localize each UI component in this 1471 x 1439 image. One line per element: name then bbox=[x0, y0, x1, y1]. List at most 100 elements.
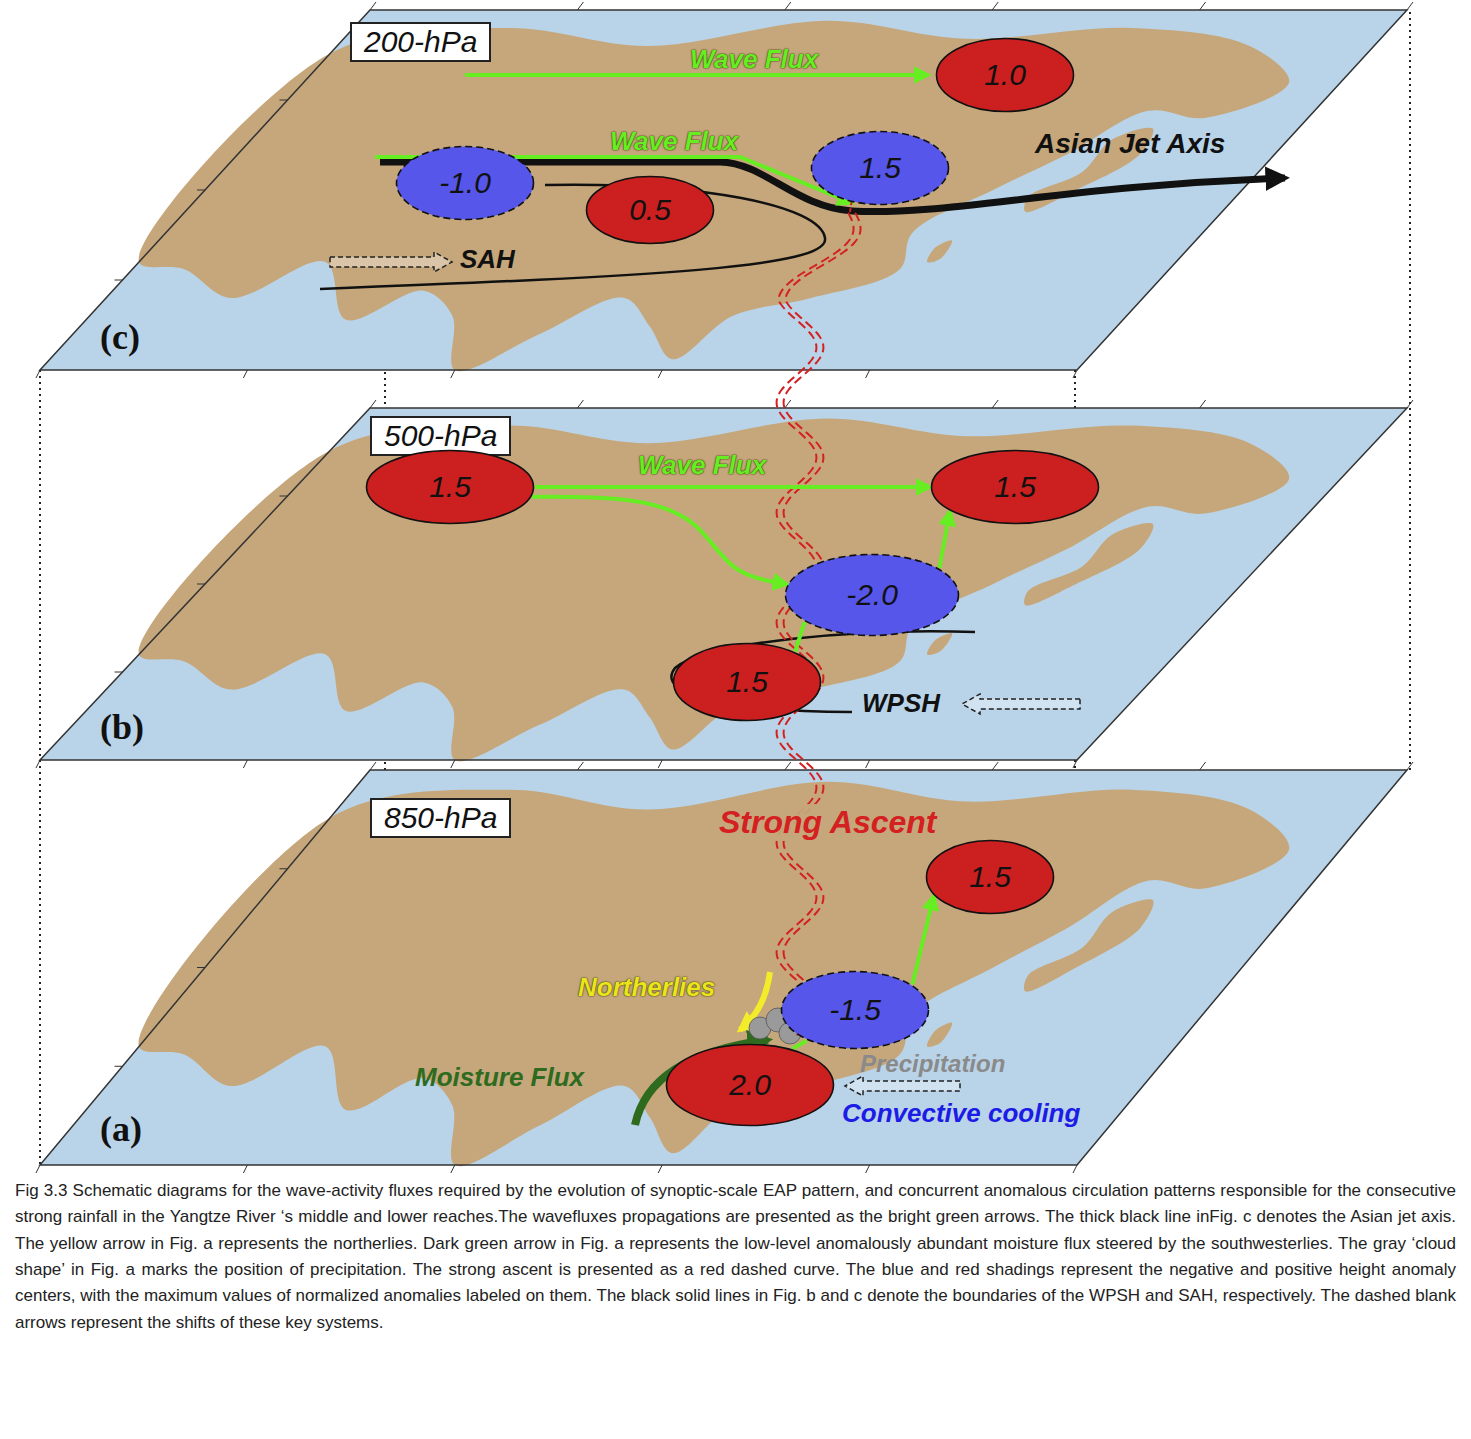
shift-arrow bbox=[845, 1076, 960, 1096]
anomaly-shading bbox=[932, 451, 1099, 524]
anomaly-value: 1.5 bbox=[859, 151, 901, 185]
anomaly-shading bbox=[367, 451, 534, 524]
tick bbox=[36, 760, 40, 768]
anomaly-shading bbox=[782, 972, 929, 1049]
anomaly-shading bbox=[667, 1045, 834, 1126]
level-name: 200-hPa bbox=[364, 25, 477, 58]
anomaly-center: -1.0 bbox=[395, 145, 535, 221]
wpsh-label: WPSH bbox=[862, 688, 940, 719]
tick bbox=[197, 967, 205, 968]
shift-arrow bbox=[330, 252, 452, 272]
anomaly-shading bbox=[812, 132, 949, 205]
anomaly-center: 1.5 bbox=[925, 839, 1055, 915]
anomaly-center: 1.5 bbox=[930, 449, 1100, 525]
tick bbox=[785, 400, 791, 408]
anomaly-center: 1.5 bbox=[810, 130, 950, 206]
tick bbox=[577, 762, 583, 770]
anomaly-value: 2.0 bbox=[729, 1068, 771, 1102]
anomaly-value: 1.5 bbox=[969, 860, 1011, 894]
anomaly-shading bbox=[937, 39, 1074, 112]
tick bbox=[658, 1165, 662, 1173]
tick bbox=[1073, 760, 1077, 768]
tick bbox=[280, 100, 288, 101]
panel-letter: (c) bbox=[100, 316, 140, 358]
panel-letter: (a) bbox=[100, 1108, 142, 1150]
tick bbox=[1407, 762, 1413, 770]
tick bbox=[115, 1066, 123, 1067]
tick bbox=[243, 1165, 247, 1173]
tick bbox=[370, 400, 376, 408]
figure-caption: Fig 3.3 Schematic diagrams for the wave-… bbox=[15, 1178, 1456, 1336]
tick bbox=[1073, 1165, 1077, 1173]
anomaly-value: -1.5 bbox=[829, 993, 881, 1027]
sah-label: SAH bbox=[460, 244, 515, 275]
level-name: 850-hPa bbox=[384, 801, 497, 834]
tick bbox=[243, 370, 247, 378]
wave-flux-label: Wave Flux bbox=[690, 44, 818, 75]
anomaly-shading bbox=[927, 841, 1054, 914]
level-label-box: 200-hPa bbox=[350, 22, 491, 62]
tick bbox=[658, 760, 662, 768]
tick bbox=[451, 760, 455, 768]
tick bbox=[785, 762, 791, 770]
tick bbox=[280, 496, 288, 497]
map-panel bbox=[36, 2, 1413, 378]
tick bbox=[866, 370, 870, 378]
wave-flux-connector bbox=[795, 622, 804, 651]
anomaly-value: 1.0 bbox=[984, 58, 1026, 92]
level-name: 500-hPa bbox=[384, 419, 497, 452]
panel-letter: (b) bbox=[100, 706, 144, 748]
tick bbox=[785, 2, 791, 10]
land bbox=[927, 240, 952, 262]
panel-border bbox=[40, 408, 1407, 760]
tick bbox=[197, 190, 205, 191]
ascent-label: Strong Ascent bbox=[715, 804, 941, 841]
tick bbox=[992, 2, 998, 10]
tick bbox=[658, 370, 662, 378]
tick bbox=[577, 2, 583, 10]
tick bbox=[1073, 370, 1077, 378]
anomaly-center: 1.5 bbox=[672, 642, 822, 722]
land bbox=[927, 633, 952, 655]
tick bbox=[577, 400, 583, 408]
guide-line bbox=[39, 370, 41, 1165]
anomaly-value: -2.0 bbox=[846, 578, 898, 612]
tick bbox=[992, 762, 998, 770]
tick bbox=[1200, 400, 1206, 408]
land bbox=[1024, 899, 1154, 991]
anomaly-shading bbox=[587, 177, 714, 244]
anomaly-value: 1.5 bbox=[994, 470, 1036, 504]
anomaly-center: 1.5 bbox=[365, 449, 535, 525]
map-panel bbox=[36, 400, 1413, 768]
land bbox=[927, 1023, 952, 1047]
wave-flux-label: Wave Flux bbox=[610, 126, 738, 157]
tick bbox=[992, 400, 998, 408]
anomaly-center: 1.0 bbox=[935, 37, 1075, 113]
tick bbox=[115, 280, 123, 281]
anomaly-value: 1.5 bbox=[429, 470, 471, 504]
tick bbox=[866, 760, 870, 768]
anomaly-center: -2.0 bbox=[784, 553, 960, 637]
wave-flux-connector bbox=[793, 1041, 807, 1049]
wave-flux-label: Wave Flux bbox=[638, 450, 766, 481]
jet-label: Asian Jet Axis bbox=[1035, 128, 1225, 160]
tick bbox=[280, 868, 288, 869]
anomaly-shading bbox=[397, 147, 534, 220]
wave-flux-connector bbox=[912, 896, 933, 984]
map-panel bbox=[36, 762, 1413, 1173]
northerlies-label: Northerlies bbox=[578, 972, 715, 1003]
level-label-box: 850-hPa bbox=[370, 798, 511, 838]
tick bbox=[866, 1165, 870, 1173]
tick bbox=[370, 762, 376, 770]
tick bbox=[451, 1165, 455, 1173]
cooling-label: Convective cooling bbox=[842, 1098, 1080, 1129]
tick bbox=[115, 672, 123, 673]
tick bbox=[1200, 762, 1206, 770]
sah-boundary bbox=[320, 185, 825, 289]
land bbox=[1024, 523, 1153, 606]
anomaly-value: 1.5 bbox=[726, 665, 768, 699]
wave-flux-connector bbox=[939, 511, 949, 568]
wave-flux-connector bbox=[532, 497, 787, 584]
guide-line bbox=[1409, 12, 1411, 770]
anomaly-center: 0.5 bbox=[585, 175, 715, 245]
